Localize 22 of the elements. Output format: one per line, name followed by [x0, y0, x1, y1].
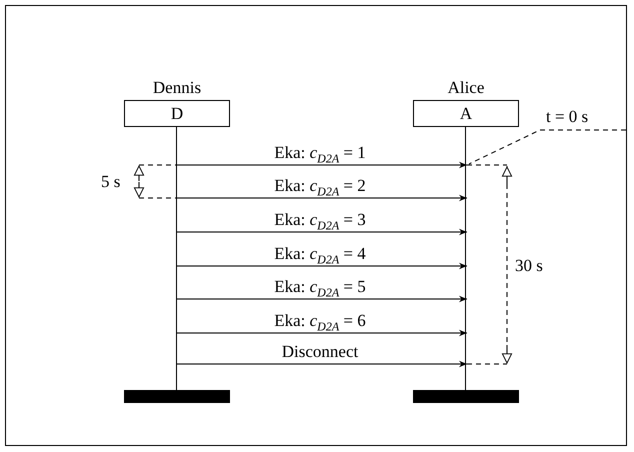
message-label: Eka: c$_{D2A}$ = 5	[273, 278, 367, 302]
leader-line	[468, 130, 626, 164]
message-label: Eka: c$_{D2A}$ = 3	[273, 211, 367, 234]
message-arrow	[176, 330, 468, 336]
message-arrow	[176, 296, 468, 302]
participant-name: Dennis	[152, 78, 202, 98]
message-label: Eka: c$_{D2A}$ = 1	[273, 144, 367, 168]
participant-box: D	[124, 100, 230, 127]
message-arrow	[176, 228, 468, 236]
message-arrow	[176, 262, 468, 270]
dimension-label: 30 s	[515, 257, 543, 275]
participant-name: Alice	[446, 78, 486, 98]
message-label: Eka: c$_{D2A}$ = 2	[273, 177, 367, 200]
participant-box: A	[413, 100, 519, 127]
message-arrow	[176, 162, 468, 168]
message-label: Eka: c$_{D2A}$ = 6	[273, 312, 367, 336]
message-arrow	[176, 360, 468, 368]
message-label: Eka: c$_{D2A}$ = 4	[273, 245, 367, 268]
message-label: Disconnect	[280, 343, 360, 361]
message-arrow	[176, 194, 468, 202]
time-label: t = 0 s	[546, 108, 588, 126]
dimension-label: 5 s	[101, 173, 120, 191]
